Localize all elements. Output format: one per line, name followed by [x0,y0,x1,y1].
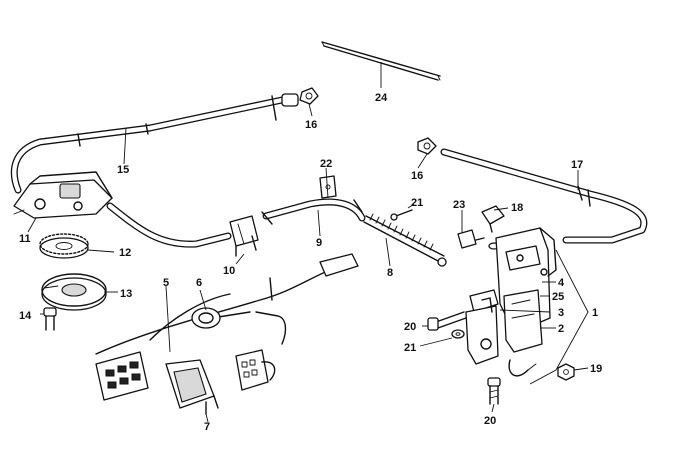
disc-13 [41,273,107,311]
clamp-10 [229,215,259,257]
switch-24 [457,229,485,249]
callout-22: 21 [411,197,423,209]
washer-21 [451,329,465,339]
callout-23: 22 [320,158,332,170]
callout-9: 9 [316,237,322,249]
motor-bracket-11 [13,171,113,219]
callout-labels: 24 16 15 16 17 22 21 18 23 9 8 10 11 12 … [19,92,602,433]
callout-6: 6 [196,277,202,289]
callout-12: 12 [119,247,131,259]
callout-26: 24 [375,92,388,104]
gear-12 [39,233,89,259]
callout-20-upper: 20 [404,321,416,333]
nut-19 [557,363,575,381]
callout-11: 11 [19,233,31,245]
bolt-20-lower [487,377,501,405]
grommet-6 [191,307,221,329]
end-cap-16-right [417,137,437,155]
callout-1: 1 [592,307,598,319]
cable-17 [440,148,648,244]
callout-24: 23 [453,199,465,211]
callout-17: 17 [571,159,583,171]
callout-15: 15 [117,164,129,176]
callout-7: 7 [204,421,210,433]
bolt-22 [390,209,413,221]
callout-13: 13 [120,288,132,300]
wiring-harness-5 [95,253,359,401]
switch-housing-7 [165,359,219,415]
callout-19: 19 [590,363,602,375]
callout-18: 18 [511,202,523,214]
bracket-23 [319,175,337,199]
callout-16-top: 16 [305,119,317,131]
callout-2: 2 [558,323,564,335]
callout-21: 21 [404,342,416,354]
bolt-14 [43,307,57,331]
drive-assembly-1 [465,227,557,377]
callout-20-lower: 20 [484,415,496,427]
connector-plug [235,349,276,391]
callout-8: 8 [387,267,393,279]
callout-14: 14 [19,310,32,322]
cable-9 [261,198,366,225]
cable-15 [10,93,299,194]
leader-lines [27,62,589,423]
end-cap-16-top [299,87,319,105]
callout-10: 10 [223,265,235,277]
bolt-20-upper [427,311,467,331]
rod-26 [321,41,441,81]
cable-left-lower [106,202,232,248]
callout-5: 5 [163,277,169,289]
callout-4: 4 [558,277,565,289]
callout-25: 25 [552,291,564,303]
callout-16-right: 16 [411,170,423,182]
spring-cable-8 [363,213,447,267]
callout-3: 3 [558,307,564,319]
